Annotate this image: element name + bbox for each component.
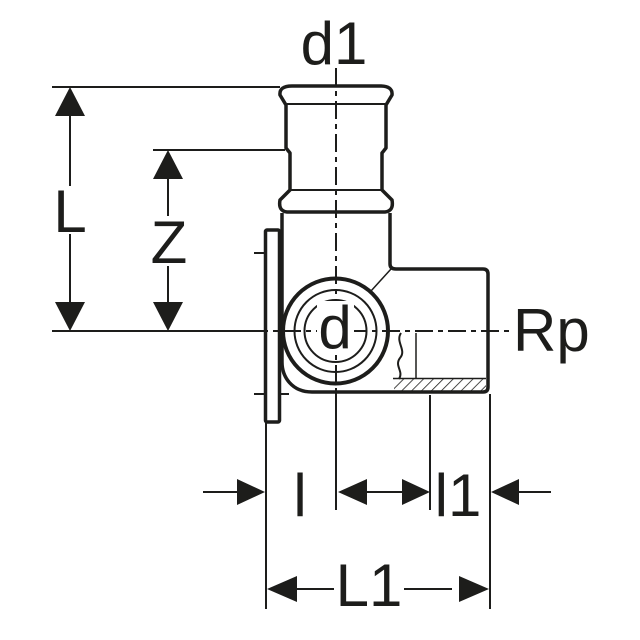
label-l: l	[293, 462, 306, 529]
label-L1: L1	[336, 552, 403, 619]
dimension-Rp: Rp	[513, 297, 590, 364]
label-d1: d1	[301, 10, 368, 77]
label-L: L	[53, 178, 86, 245]
arrow-right	[459, 576, 489, 602]
dimension-d: d	[317, 294, 354, 361]
wall-flange	[263, 228, 282, 424]
label-Rp: Rp	[513, 297, 590, 364]
arrow-left	[267, 576, 297, 602]
label-backing	[317, 301, 354, 351]
dimension-L1: L1	[267, 552, 489, 619]
arrow-right	[402, 479, 430, 505]
dimension-l1: l1	[365, 462, 551, 529]
label-l1: l1	[435, 462, 482, 529]
arrow-left	[338, 479, 367, 505]
arrow-right	[237, 479, 265, 505]
ball-to-outlet-transition	[370, 268, 392, 292]
arrow-down	[153, 302, 183, 331]
label-d: d	[318, 294, 351, 361]
arrow-up	[153, 150, 183, 179]
section-break-squiggle	[397, 332, 404, 380]
fitting-body	[254, 84, 490, 424]
arrow-down	[55, 302, 85, 331]
arrow-left	[491, 479, 519, 505]
dimension-d1: d1	[301, 10, 368, 77]
arrow-up	[55, 87, 85, 116]
reference-lines	[52, 86, 491, 609]
dimension-Z: Z	[151, 150, 188, 331]
thread-hatch	[394, 379, 486, 391]
dimension-L: L	[53, 87, 87, 331]
label-Z: Z	[151, 209, 188, 276]
dimension-l: l	[203, 462, 367, 529]
